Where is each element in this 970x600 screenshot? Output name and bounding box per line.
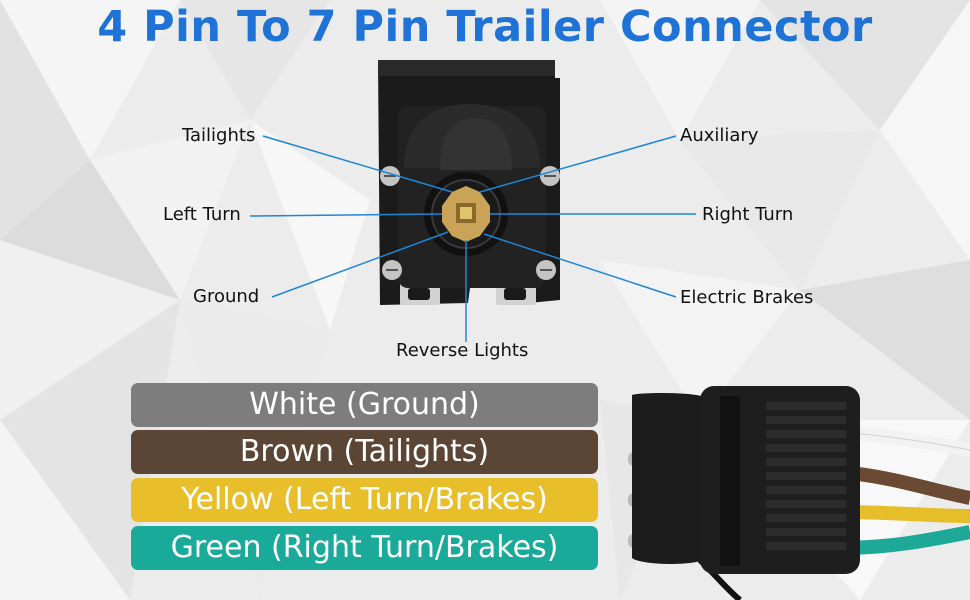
label-reverse-lights: Reverse Lights [396,340,529,361]
label-electric-brakes: Electric Brakes [680,287,814,308]
label-ground: Ground [193,286,260,307]
label-auxiliary: Auxiliary [680,125,759,146]
label-left-turn: Left Turn [163,204,241,225]
label-right-turn: Right Turn [702,204,794,225]
label-tailights: Tailights [182,125,256,146]
legend-bar-white: White (Ground) [131,383,598,427]
legend-bar-brown: Brown (Tailights) [131,430,598,474]
legend-bar-yellow: Yellow (Left Turn/Brakes) [131,478,598,522]
page-title: 4 Pin To 7 Pin Trailer Connector [97,2,873,52]
legend-bar-green: Green (Right Turn/Brakes) [131,526,598,570]
